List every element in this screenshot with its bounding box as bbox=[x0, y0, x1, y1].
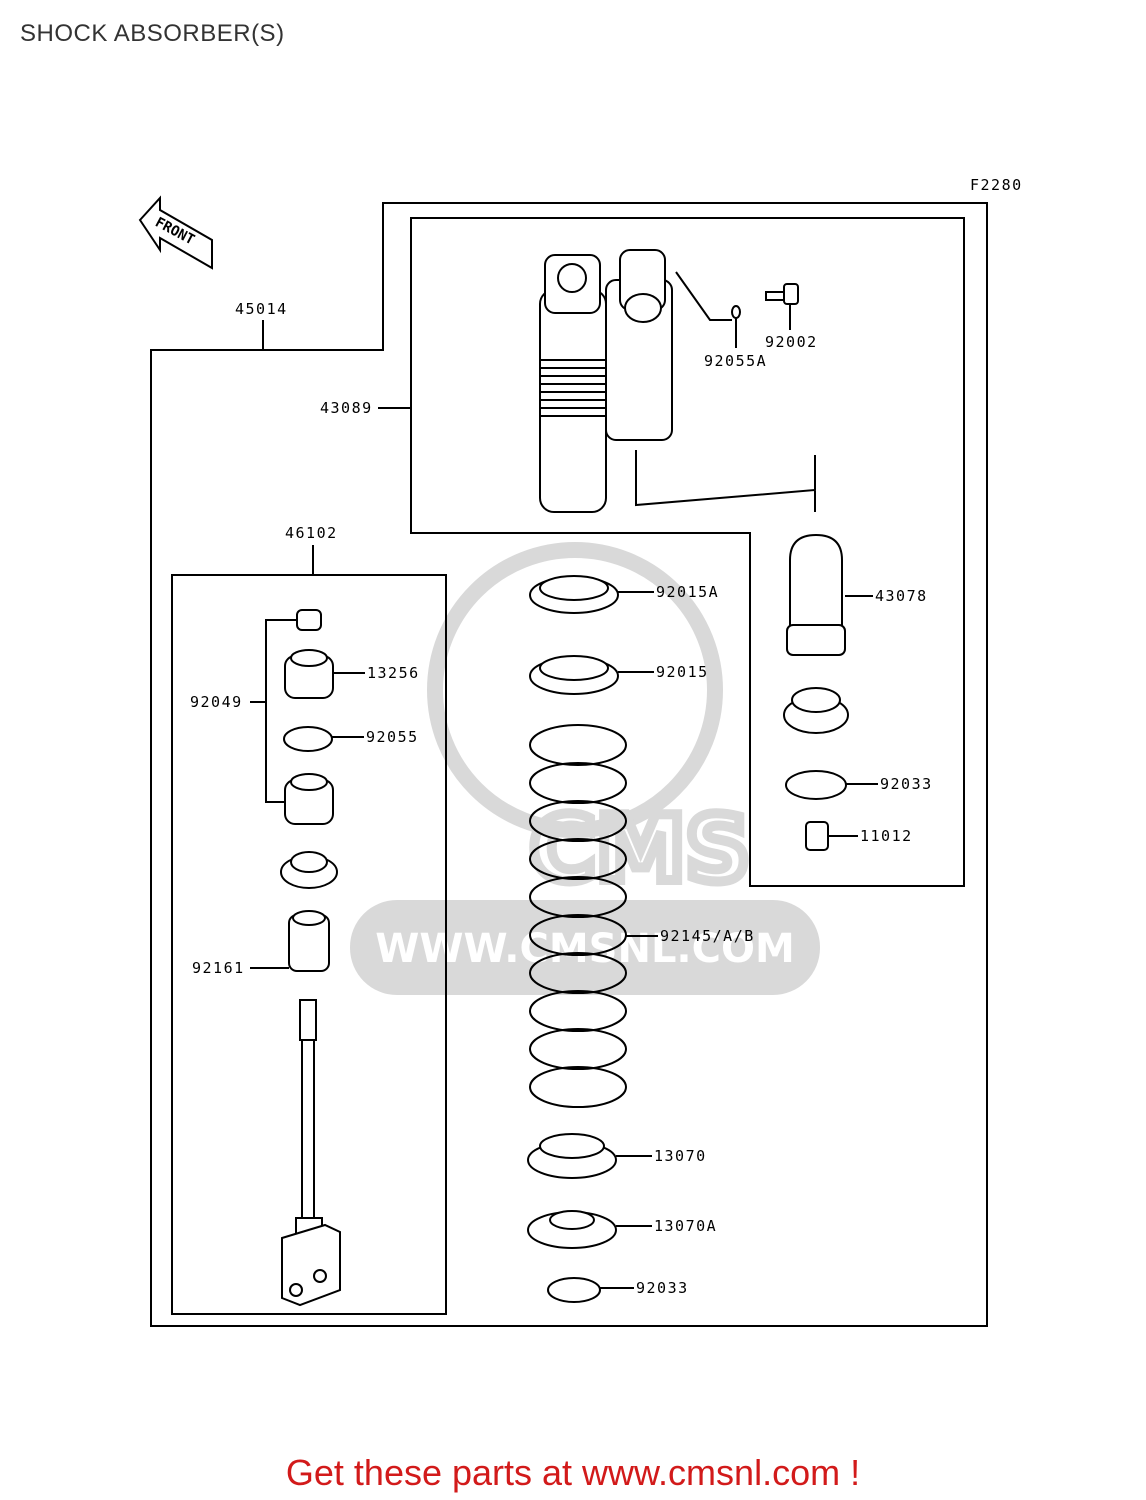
bushing-13256 bbox=[284, 649, 334, 699]
shock-body bbox=[539, 249, 816, 513]
page-title: SHOCK ABSORBER(S) bbox=[20, 20, 285, 47]
nut-92015 bbox=[529, 655, 619, 695]
locknut-92015A bbox=[529, 575, 619, 614]
subassembly-outline-43089 bbox=[410, 217, 965, 887]
svg-text:CMS: CMS bbox=[530, 797, 750, 902]
label-11012: 11012 bbox=[860, 827, 913, 845]
spring-92145 bbox=[529, 724, 627, 1108]
bolt-92002 bbox=[765, 283, 799, 305]
label-92055: 92055 bbox=[366, 728, 419, 746]
label-92161: 92161 bbox=[192, 959, 245, 977]
reservoir-cap bbox=[783, 687, 849, 734]
front-arrow-icon: FRONT bbox=[138, 195, 213, 270]
label-92033-upper: 92033 bbox=[880, 775, 933, 793]
bushing-11012 bbox=[805, 821, 829, 851]
label-92055A: 92055A bbox=[704, 352, 767, 370]
label-92049: 92049 bbox=[190, 693, 243, 711]
o-ring-92055 bbox=[283, 726, 333, 752]
label-92002: 92002 bbox=[765, 333, 818, 351]
seal-holder bbox=[280, 851, 338, 889]
o-ring-92055A bbox=[731, 305, 741, 319]
assembly-outline-45014 bbox=[150, 202, 988, 1327]
spring-seat-13070 bbox=[527, 1133, 617, 1179]
bump-stop-92161 bbox=[288, 910, 330, 972]
label-92033-lower: 92033 bbox=[636, 1279, 689, 1297]
label-92145: 92145/A/B bbox=[660, 927, 755, 945]
label-13256: 13256 bbox=[367, 664, 420, 682]
footer-link[interactable]: Get these parts at www.cmsnl.com ! bbox=[285, 1452, 861, 1493]
piston-rod bbox=[281, 999, 341, 1307]
label-45014: 45014 bbox=[235, 300, 288, 318]
watermark-logo: WWW.CMSNL.COM CMS bbox=[350, 542, 820, 995]
label-43089: 43089 bbox=[320, 399, 373, 417]
label-43078: 43078 bbox=[875, 587, 928, 605]
label-13070: 13070 bbox=[654, 1147, 707, 1165]
nut-rod-top bbox=[296, 609, 322, 631]
label-13070A: 13070A bbox=[654, 1217, 717, 1235]
label-92015: 92015 bbox=[656, 663, 709, 681]
subassembly-outline-46102 bbox=[171, 574, 447, 1315]
circlip-92033-upper bbox=[785, 770, 847, 800]
figure-code: F2280 bbox=[970, 176, 1023, 194]
circlip-92033-lower bbox=[547, 1277, 601, 1303]
label-46102: 46102 bbox=[285, 524, 338, 542]
bushing-lower bbox=[284, 773, 334, 825]
spring-seat-13070A bbox=[527, 1210, 617, 1249]
bladder-43078 bbox=[786, 533, 846, 656]
label-92015A: 92015A bbox=[656, 583, 719, 601]
